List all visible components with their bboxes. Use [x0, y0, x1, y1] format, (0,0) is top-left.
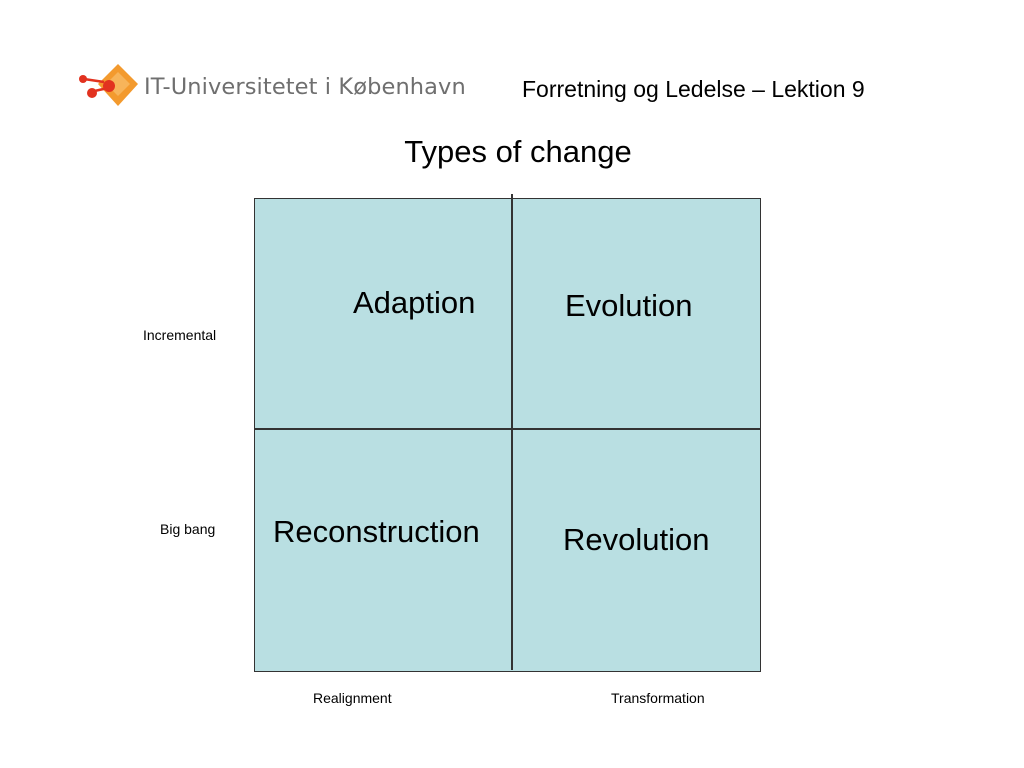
- matrix-horizontal-divider: [254, 428, 761, 430]
- change-matrix: [254, 198, 761, 672]
- cell-revolution: Revolution: [563, 522, 710, 557]
- col-label-realignment: Realignment: [313, 690, 392, 706]
- row-label-big-bang: Big bang: [160, 521, 216, 537]
- course-title: Forretning og Ledelse – Lektion 9: [522, 76, 865, 102]
- itu-logo-icon: [79, 64, 138, 106]
- col-label-transformation: Transformation: [611, 690, 705, 706]
- cell-evolution: Evolution: [565, 288, 693, 323]
- logo-text: IT-Universitetet i København: [144, 74, 466, 100]
- matrix-vertical-divider: [511, 194, 513, 670]
- cell-adaption: Adaption: [353, 285, 476, 320]
- slide-title: Types of change: [404, 134, 632, 169]
- cell-reconstruction: Reconstruction: [273, 514, 480, 549]
- row-label-incremental: Incremental: [143, 327, 217, 343]
- itu-logo: IT-Universitetet i København: [78, 62, 498, 112]
